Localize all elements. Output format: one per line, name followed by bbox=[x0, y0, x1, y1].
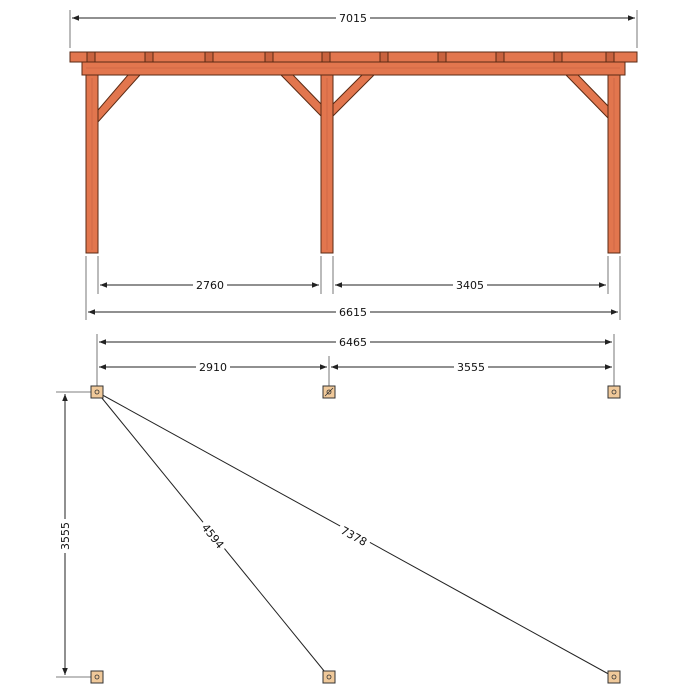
brace-left bbox=[97, 74, 142, 124]
span-right-label: 3405 bbox=[456, 279, 484, 292]
span-dimensions-elevation: 2760 3405 bbox=[97, 256, 609, 294]
plan-depth-dimension: 3555 bbox=[56, 391, 91, 678]
plan-depth-label: 3555 bbox=[59, 522, 72, 550]
post-footprint-back-middle bbox=[322, 670, 336, 684]
roof-structure bbox=[69, 51, 638, 76]
knee-braces bbox=[97, 74, 609, 124]
overall-width-label: 7015 bbox=[339, 12, 367, 25]
rafter-ends bbox=[86, 51, 615, 63]
plan-post-outer-label: 6465 bbox=[339, 336, 367, 349]
post-footprint-front-right bbox=[607, 385, 621, 399]
front-elevation: 7015 bbox=[69, 10, 638, 320]
diagonal-measurements: 4594 7378 bbox=[96, 391, 615, 678]
overall-width-dimension: 7015 bbox=[69, 10, 638, 48]
floor-plan: 6465 2910 3555 4594 7378 bbox=[56, 334, 621, 684]
post-footprint-front-middle bbox=[322, 385, 336, 399]
top-beam bbox=[81, 61, 626, 76]
plan-span-left-label: 2910 bbox=[199, 361, 227, 374]
brace-middle-left bbox=[279, 74, 322, 118]
plan-span-right-label: 3555 bbox=[457, 361, 485, 374]
post-footprint-back-right bbox=[607, 670, 621, 684]
post-footprint-front-left bbox=[90, 385, 104, 399]
roof-board bbox=[69, 51, 638, 63]
diagonal-long-label: 7378 bbox=[338, 524, 369, 549]
plan-span-dimensions: 2910 3555 bbox=[99, 356, 612, 386]
plan-overall-dimension: 6465 bbox=[96, 334, 615, 386]
post-footprint-back-left bbox=[90, 670, 104, 684]
posts-elevation bbox=[85, 74, 621, 254]
post-footprints bbox=[90, 385, 621, 684]
post-outer-label: 6615 bbox=[339, 306, 367, 319]
post-outer-dimension-elevation: 6615 bbox=[85, 256, 621, 320]
brace-middle-right bbox=[332, 74, 376, 118]
brace-right bbox=[564, 74, 609, 120]
span-left-label: 2760 bbox=[196, 279, 224, 292]
